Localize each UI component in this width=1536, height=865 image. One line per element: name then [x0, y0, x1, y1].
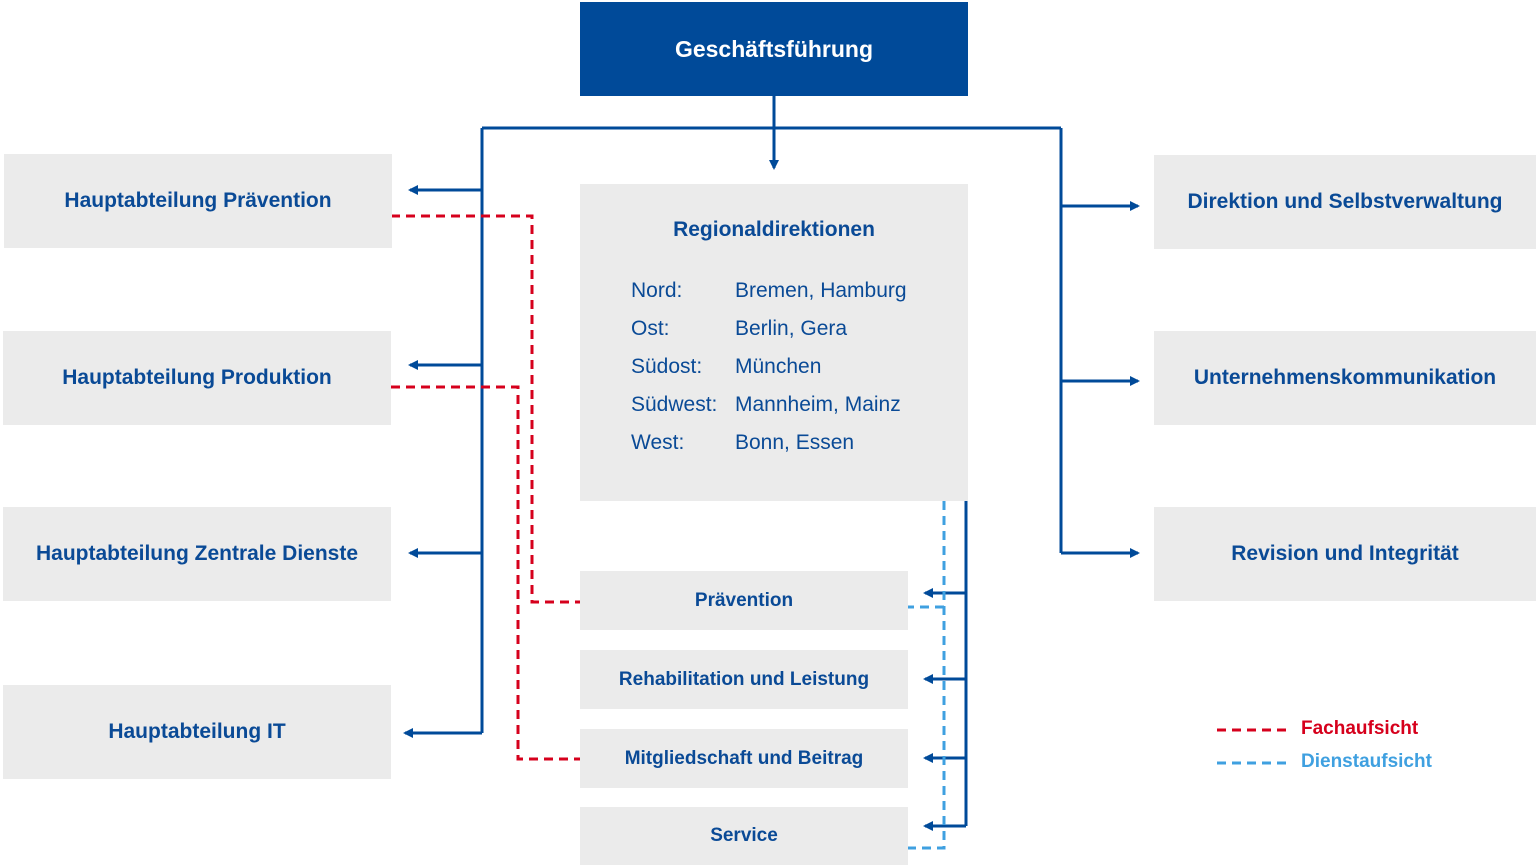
dienstaufsicht-line — [908, 501, 946, 850]
region-row: Ost: Berlin, Gera — [631, 317, 847, 341]
subunit-mitgliedschaft-beitrag: Mitgliedschaft und Beitrag — [580, 729, 908, 788]
subunit-label: Mitgliedschaft und Beitrag — [624, 747, 864, 769]
subunit-label: Prävention — [694, 589, 794, 611]
subunit-service: Service — [580, 807, 908, 865]
legend-fachaufsicht-label: Fachaufsicht — [1301, 718, 1419, 739]
unit-label: Direktion und Selbstverwaltung — [1187, 190, 1503, 213]
fachaufsicht-line-produktion — [391, 385, 580, 761]
unit-label: Hauptabteilung Produktion — [62, 366, 332, 389]
unit-direktion-selbstverwaltung: Direktion und Selbstverwaltung — [1154, 155, 1536, 249]
region-value: München — [735, 355, 822, 378]
subunit-rehabilitation-leistung: Rehabilitation und Leistung — [580, 650, 908, 709]
unit-label: Hauptabteilung Prävention — [64, 189, 332, 212]
region-row: Südwest: Mannheim, Mainz — [631, 393, 901, 417]
region-key: West: — [631, 431, 685, 454]
unit-revision-integritaet: Revision und Integrität — [1154, 507, 1536, 601]
subunit-label: Rehabilitation und Leistung — [618, 668, 870, 690]
region-value: Bremen, Hamburg — [735, 279, 907, 302]
unit-label: Hauptabteilung IT — [108, 720, 286, 743]
unit-hauptabteilung-praevention: Hauptabteilung Prävention — [4, 154, 392, 248]
geschaeftsfuehrung-box: Geschäftsführung — [580, 2, 968, 96]
legend-dienstaufsicht-label: Dienstaufsicht — [1301, 751, 1432, 772]
unit-hauptabteilung-zentrale-dienste: Hauptabteilung Zentrale Dienste — [3, 507, 391, 601]
fachaufsicht-line-praevention — [391, 214, 580, 604]
region-row: Südost: München — [631, 355, 821, 379]
unit-unternehmenskommunikation: Unternehmenskommunikation — [1154, 331, 1536, 425]
subunit-praevention: Prävention — [580, 571, 908, 630]
region-key: Ost: — [631, 317, 670, 340]
region-value: Mannheim, Mainz — [735, 393, 901, 416]
region-key: Nord: — [631, 279, 683, 302]
geschaeftsfuehrung-label: Geschäftsführung — [674, 35, 874, 62]
region-key: Südost: — [631, 355, 703, 378]
region-row: Nord: Bremen, Hamburg — [631, 279, 907, 303]
region-value: Berlin, Gera — [735, 317, 848, 340]
unit-hauptabteilung-produktion: Hauptabteilung Produktion — [3, 331, 391, 425]
unit-hauptabteilung-it: Hauptabteilung IT — [3, 685, 391, 779]
regionaldirektionen-box: Regionaldirektionen Nord: Bremen, Hamburg… — [580, 184, 968, 501]
region-row: West: Bonn, Essen — [631, 431, 854, 455]
unit-label: Revision und Integrität — [1231, 542, 1459, 565]
region-value: Bonn, Essen — [735, 431, 855, 454]
region-key: Südwest: — [631, 393, 718, 416]
subunit-label: Service — [710, 825, 778, 846]
unit-label: Hauptabteilung Zentrale Dienste — [35, 542, 359, 565]
regionaldirektionen-title: Regionaldirektionen — [673, 218, 875, 241]
unit-label: Unternehmenskommunikation — [1193, 366, 1497, 389]
